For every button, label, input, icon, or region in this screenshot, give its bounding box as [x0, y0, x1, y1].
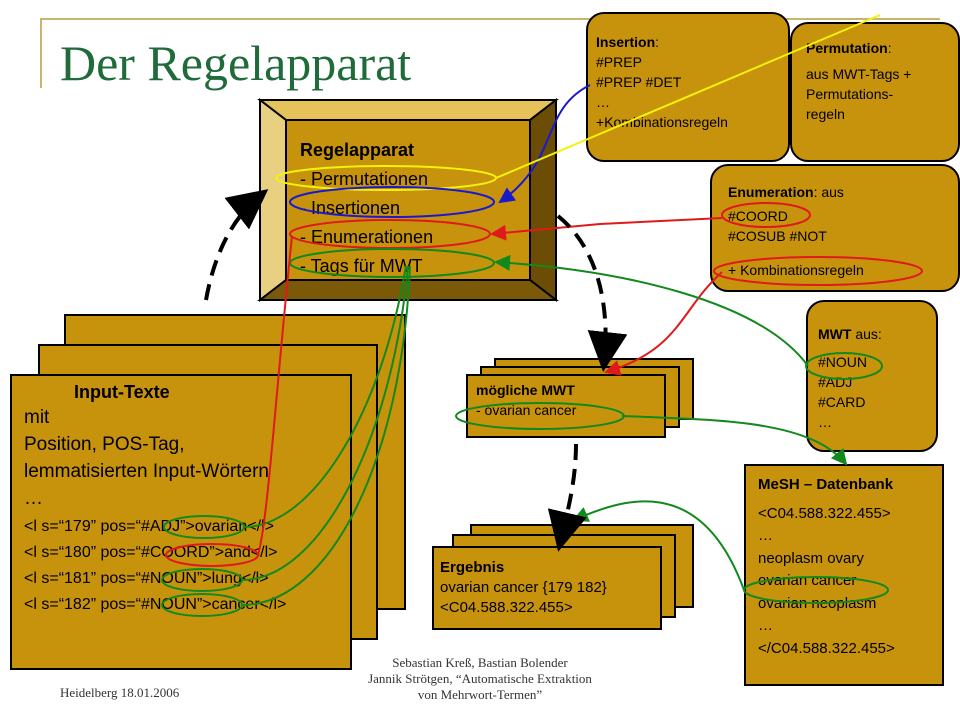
moegliche-doc: mögliche MWT - ovarian cancer: [466, 374, 666, 438]
ellipse-noun: [805, 352, 883, 380]
insertion-box: Insertion: #PREP #PREP #DET … +Kombinati…: [586, 12, 790, 162]
line-input-enumeration: [257, 235, 293, 556]
ergebnis-line: <C04.588.322.455>: [440, 599, 573, 616]
ellipse-tags: [289, 248, 495, 278]
ellipse-insertionen: [289, 186, 495, 218]
ellipse-coord-input: [165, 543, 259, 567]
permutation-line: regeln: [806, 106, 845, 122]
footer-credits: Sebastian Kreß, Bastian Bolender Jannik …: [300, 655, 660, 703]
input-line: …: [24, 488, 43, 509]
flow-moegliche-to-ergebnis: [547, 443, 587, 552]
insertion-line: #PREP: [596, 54, 642, 70]
arrow-moegliche-mesh: [621, 415, 848, 466]
mesh-doc: MeSH – Datenbank <C04.588.322.455> … neo…: [744, 464, 944, 686]
flow-regelapparat-to-moegliche: [556, 214, 628, 372]
regelapparat-item-permutationen: - Permutationen: [300, 169, 429, 189]
moegliche-header: mögliche MWT: [476, 382, 575, 398]
footer-credit-line: Sebastian Kreß, Bastian Bolender: [392, 655, 568, 670]
arrow-enumeration: [490, 217, 723, 241]
mwt-line: …: [818, 414, 832, 430]
regelapparat-header: Regelapparat: [300, 140, 415, 160]
footer-credit-line: von Mehrwort-Termen”: [417, 687, 543, 702]
line-permutation: [495, 14, 881, 179]
arrow-insertion: [498, 84, 591, 204]
ellipse-enumerationen: [289, 219, 491, 249]
ellipse-ovarian-cancer-mesh: [743, 576, 889, 604]
arrow-mesh-ergebnis: [572, 500, 745, 591]
input-doc: [10, 374, 352, 670]
footer-date: Heidelberg 18.01.2006: [60, 685, 180, 700]
input-line: mit: [24, 407, 50, 428]
mesh-header: MeSH – Datenbank: [758, 476, 894, 493]
mwt-box: MWT aus: #NOUN #ADJ #CARD …: [806, 300, 938, 452]
input-xml-line: <l s=“179” pos=“#ADJ”>ovarian</l>: [24, 518, 274, 535]
mwt-line: #NOUN: [818, 354, 868, 370]
input-xml-line: <l s=“182” pos=“#NOUN”>cancer</l>: [24, 596, 287, 613]
ergebnis-line: ovarian cancer {179 182}: [440, 579, 607, 596]
enumeration-label: Enumeration: [728, 184, 814, 200]
footer-credit-line: Jannik Strötgen, “Automatische Extraktio…: [368, 671, 592, 686]
mesh-line: neoplasm ovary: [758, 549, 864, 567]
input-line: Position, POS-Tag,: [24, 434, 185, 455]
ellipse-adj: [163, 515, 245, 539]
input-line: lemmatisierten Input-Wörtern: [24, 461, 269, 482]
insertion-line: …: [596, 94, 610, 110]
regelapparat-item-tags: - Tags für MWT: [300, 256, 423, 276]
arrow-kombination: [604, 271, 723, 376]
mesh-line: ovarian cancer: [758, 572, 857, 589]
permutation-label: Permutation: [806, 40, 888, 56]
flow-input-to-regelapparat: [204, 189, 269, 301]
enumeration-suffix: : aus: [813, 184, 844, 200]
mesh-line: </C04.588.322.455>: [758, 639, 895, 657]
input-xml-line: <l s=“181” pos=“#NOUN”>lung</l>: [24, 570, 269, 587]
insertion-line: #PREP #DET: [596, 74, 682, 90]
permutation-line: Permutations-: [806, 86, 894, 102]
mwt-suffix: aus:: [851, 326, 882, 342]
mwt-label: MWT: [818, 326, 852, 342]
arrow-noun-tags: [494, 254, 809, 367]
insertion-line: +Kombinationsregeln: [596, 114, 728, 130]
input-description: mit Position, POS-Tag, lemmatisierten In…: [24, 404, 269, 512]
moegliche-line: - ovarian cancer: [476, 402, 577, 418]
mesh-line: <C04.588.322.455>: [758, 504, 891, 522]
ergebnis-doc: Ergebnis ovarian cancer {179 182} <C04.5…: [432, 546, 662, 630]
line-input-tags-2: [241, 265, 409, 581]
line-input-tags-1: [243, 265, 407, 528]
input-xml: <l s=“179” pos=“#ADJ”>ovarian</l> <l s=“…: [24, 514, 286, 618]
enumeration-box: Enumeration: aus #COORD #COSUB #NOT + Ko…: [710, 164, 960, 292]
frame-top-rule: [40, 18, 940, 20]
permutation-line: aus MWT-Tags +: [806, 66, 912, 82]
mesh-line: …: [758, 617, 773, 634]
page-title: Der Regelapparat: [60, 35, 412, 91]
enumeration-line: #COSUB #NOT: [728, 228, 827, 244]
frame-left-rule: [40, 18, 42, 88]
mesh-line: …: [758, 527, 773, 544]
ellipse-noun-input-1: [161, 568, 243, 592]
ellipse-kombinationsregeln: [713, 256, 923, 286]
ellipse-noun-input-2: [161, 593, 243, 617]
input-xml-line: <l s=“180” pos=“#COORD”>and</l>: [24, 544, 278, 561]
insertion-label: Insertion: [596, 34, 656, 50]
input-header: Input-Texte: [74, 382, 170, 402]
enumeration-line: #COORD: [728, 208, 788, 224]
ellipse-ovarian-cancer-moegliche: [455, 402, 625, 430]
permutation-box: Permutation: aus MWT-Tags + Permutations…: [790, 22, 960, 162]
enumeration-line: + Kombinationsregeln: [728, 262, 864, 278]
ergebnis-header: Ergebnis: [440, 559, 505, 576]
mwt-line: #CARD: [818, 394, 866, 410]
regelapparat-item-enumerationen: - Enumerationen: [300, 227, 434, 247]
line-input-tags-3: [241, 265, 411, 606]
ellipse-coord: [721, 202, 811, 228]
